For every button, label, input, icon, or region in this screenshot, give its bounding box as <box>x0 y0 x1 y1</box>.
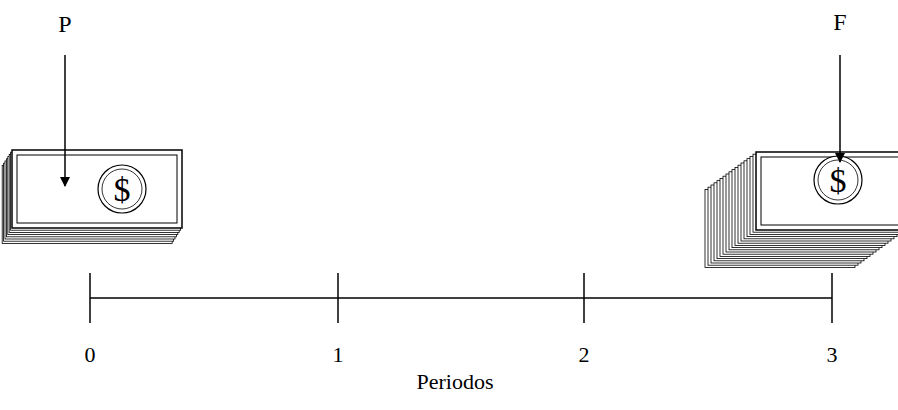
cash-flow-arrow <box>839 55 841 162</box>
dollar-sign: $ <box>830 164 847 198</box>
axis-title: Periodos <box>417 371 494 393</box>
axis-tick <box>337 273 339 323</box>
bill-border <box>761 157 898 225</box>
period-number: 3 <box>827 344 838 366</box>
bill-front <box>756 152 898 230</box>
axis-tick <box>583 273 585 323</box>
dollar-sign: $ <box>114 173 131 207</box>
time-axis <box>90 273 832 323</box>
present-value-label: P <box>58 12 71 36</box>
bill-seal-ring <box>818 160 858 200</box>
period-number: 1 <box>333 344 344 366</box>
cash-flow-arrow <box>64 55 66 186</box>
bill-seal <box>814 156 862 204</box>
period-number: 2 <box>579 344 590 366</box>
bill-border <box>17 155 177 223</box>
money-stack <box>2 150 182 243</box>
axis-tick <box>831 273 833 323</box>
money-stack <box>705 152 898 267</box>
bill-seal-ring <box>102 169 142 209</box>
bill-front <box>12 150 182 228</box>
period-number: 0 <box>85 344 96 366</box>
axis-line <box>90 297 832 299</box>
bill-seal <box>98 165 146 213</box>
axis-tick <box>89 273 91 323</box>
future-value-label: F <box>833 10 846 34</box>
